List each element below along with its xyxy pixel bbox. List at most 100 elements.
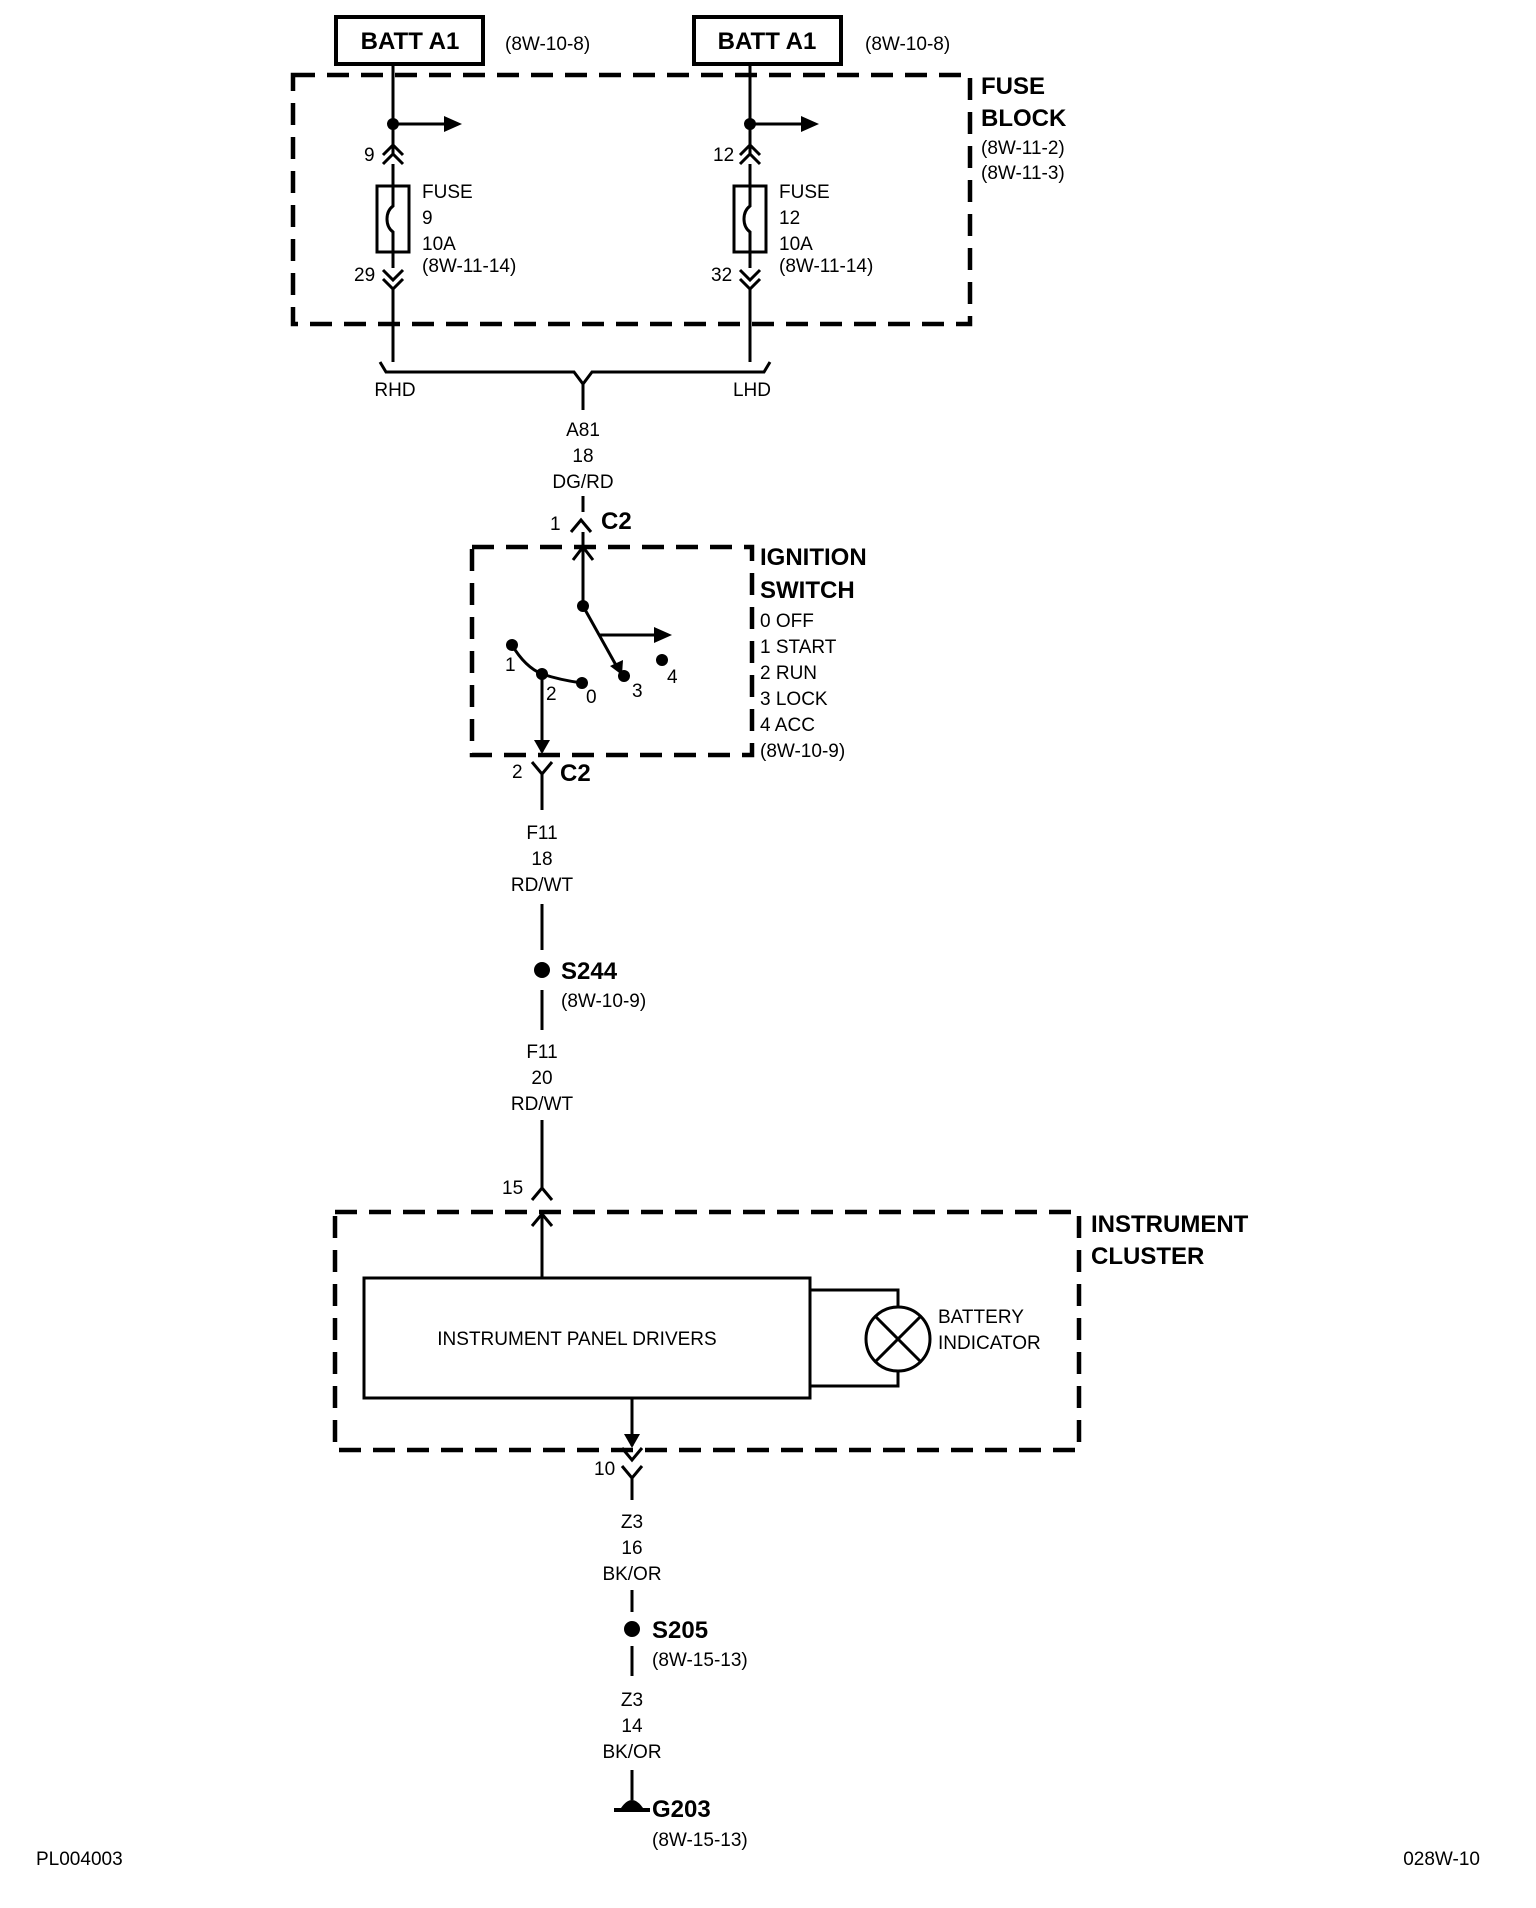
fuse-block-title-2: BLOCK — [981, 105, 1067, 132]
wire-f11a-color: RD/WT — [511, 875, 574, 896]
cluster-title-2: CLUSTER — [1091, 1243, 1204, 1270]
fuse-number-right: 12 — [779, 208, 800, 229]
fuse-out-pin-left: 29 — [354, 265, 375, 286]
wire-z3-b: Z3 14 BK/OR — [602, 1690, 662, 1800]
ign-c2-in-name: C2 — [601, 508, 632, 535]
wire-a81: A81 18 DG/RD — [552, 420, 614, 512]
ign-pos-0: 0 OFF — [760, 611, 814, 632]
instrument-cluster: 15 INSTRUMENT CLUSTER INSTRUMENT PANEL D… — [332, 1178, 1249, 1500]
option-lhd: LHD — [733, 380, 771, 401]
contact-label-0: 0 — [586, 687, 597, 708]
fuse-block-title-1: FUSE — [981, 73, 1045, 100]
battery-source-left: BATT A1 (8W-10-8) — [334, 15, 590, 66]
cluster-out-pin: 10 — [594, 1459, 615, 1480]
wire-z3b-color-gauge: 14 — [621, 1716, 643, 1737]
option-rhd: RHD — [374, 380, 415, 401]
footer-left: PL004003 — [36, 1849, 123, 1870]
splice-dot — [534, 962, 550, 978]
wire-f11b-circuit: F11 — [526, 1042, 557, 1063]
wire-f11b-color: RD/WT — [511, 1094, 574, 1115]
g203-ref: (8W-15-13) — [652, 1830, 748, 1851]
ign-c2-out-name: C2 — [560, 760, 591, 787]
branch-arrow-icon — [444, 116, 462, 132]
wire-z3b-circuit: Z3 — [621, 1690, 643, 1711]
g203-name: G203 — [652, 1796, 711, 1823]
ign-title-1: IGNITION — [760, 544, 867, 571]
wire-f11-b: F11 20 RD/WT — [511, 1042, 574, 1190]
wire-a81-circuit: A81 — [566, 420, 600, 441]
fuse-rating-right: 10A — [779, 234, 813, 255]
wire-z3-a: Z3 16 BK/OR — [602, 1512, 662, 1612]
fuse-ref-left: (8W-11-14) — [422, 256, 516, 277]
fuse-name-left: FUSE — [422, 182, 473, 203]
contact-label-3: 3 — [632, 681, 643, 702]
ignition-switch: 1 C2 IGNITION SWITCH 0 OFF 1 START 2 RUN… — [469, 508, 867, 810]
splice-dot — [624, 1621, 640, 1637]
contact-label-2: 2 — [546, 684, 557, 705]
wire-z3b-color: BK/OR — [602, 1742, 661, 1763]
contact-1 — [506, 639, 518, 651]
fuse-in-pin-right: 12 — [713, 145, 734, 166]
contact-4 — [656, 654, 668, 666]
ground-g203: G203 (8W-15-13) — [614, 1796, 748, 1851]
fuse-in-pin-left: 9 — [364, 145, 375, 166]
wire-f11a-gauge: 18 — [531, 849, 552, 870]
wire-z3a-circuit: Z3 — [621, 1512, 643, 1533]
contact-3 — [618, 670, 630, 682]
contact-label-1: 1 — [505, 655, 516, 676]
fuse-name-right: FUSE — [779, 182, 830, 203]
drivers-label: INSTRUMENT PANEL DRIVERS — [437, 1329, 716, 1350]
wire-f11-a: F11 18 RD/WT — [511, 823, 574, 950]
battery-source-right: BATT A1 (8W-10-8) — [692, 15, 950, 66]
s205-name: S205 — [652, 1617, 708, 1644]
connector-pin-10 — [620, 1465, 644, 1481]
batt-label-right: BATT A1 — [718, 28, 817, 55]
ign-pos-2: 2 RUN — [760, 663, 817, 684]
fuse-circuit-left: 9 29 FUSE 9 10A (8W-11-14) — [354, 64, 516, 362]
fuse-out-pin-right: 32 — [711, 265, 732, 286]
fuse-block: FUSE BLOCK (8W-11-2) (8W-11-3) — [290, 72, 1067, 327]
ign-c2-in-pin: 1 — [550, 514, 561, 535]
down-arrow-icon — [624, 1434, 640, 1448]
s205-ref: (8W-15-13) — [652, 1650, 748, 1671]
connector-pin-15 — [530, 1185, 554, 1201]
splice-s244: S244 (8W-10-9) — [534, 958, 646, 1030]
fuse-circuit-right: 12 32 FUSE 12 10A (8W-11-14) — [711, 64, 873, 362]
ign-pos-3: 3 LOCK — [760, 689, 828, 710]
ign-pos-4: 4 ACC — [760, 715, 815, 736]
connector-c2-out — [530, 761, 554, 777]
wire-f11a-circuit: F11 — [526, 823, 557, 844]
contact-0 — [576, 677, 588, 689]
fuse-number-left: 9 — [422, 208, 433, 229]
connector-c2-in — [569, 517, 593, 533]
cluster-title-1: INSTRUMENT — [1091, 1211, 1249, 1238]
instrument-panel-drivers — [362, 1276, 812, 1400]
wire-a81-gauge: 18 — [572, 446, 593, 467]
fuse-block-ref-1: (8W-11-2) — [981, 138, 1065, 159]
down-arrow-icon — [534, 740, 550, 754]
indicator-label-1: BATTERY — [938, 1307, 1024, 1328]
indicator-label-2: INDICATOR — [938, 1333, 1041, 1354]
wire-z3a-gauge: 16 — [621, 1538, 642, 1559]
contact-label-4: 4 — [667, 667, 678, 688]
wire-a81-color: DG/RD — [552, 472, 613, 493]
s244-ref: (8W-10-9) — [561, 991, 646, 1012]
ign-c2-out-pin: 2 — [512, 762, 523, 783]
option-brace: RHD LHD — [374, 361, 772, 410]
ign-title-2: SWITCH — [760, 577, 855, 604]
batt-ref-left: (8W-10-8) — [505, 34, 590, 55]
ign-ref: (8W-10-9) — [760, 741, 845, 762]
ganged-arrow-icon — [654, 627, 672, 643]
cluster-in-pin: 15 — [502, 1178, 523, 1199]
ign-pos-1: 1 START — [760, 637, 837, 658]
fuse-rating-left: 10A — [422, 234, 456, 255]
switch-arm-arrow-icon — [610, 660, 623, 675]
wire-f11b-gauge: 20 — [531, 1068, 552, 1089]
ground-icon — [621, 1800, 643, 1808]
s244-name: S244 — [561, 958, 618, 985]
wire-z3a-color: BK/OR — [602, 1564, 661, 1585]
footer-right: 028W-10 — [1403, 1849, 1480, 1870]
batt-label-left: BATT A1 — [361, 28, 460, 55]
batt-ref-right: (8W-10-8) — [865, 34, 950, 55]
